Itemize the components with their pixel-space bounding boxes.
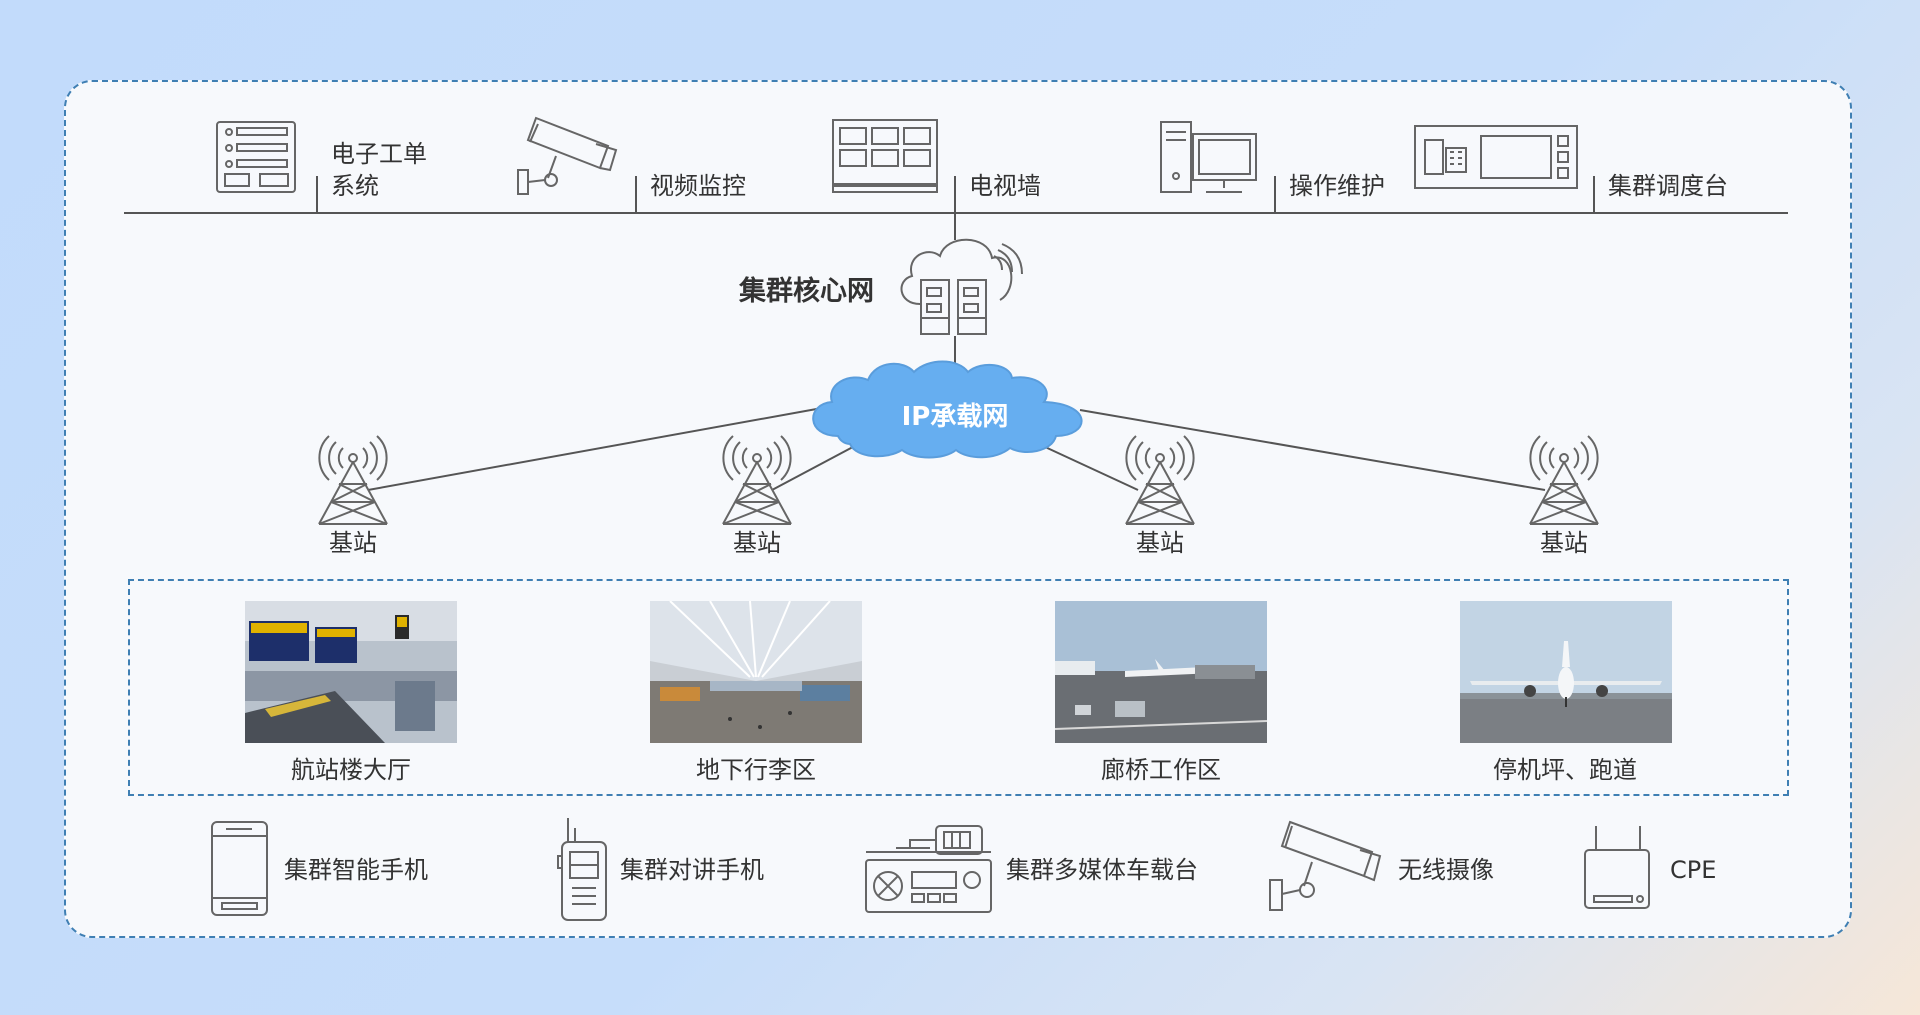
- photo-baggage-area: [650, 601, 862, 743]
- label-dispatch-console: 集群调度台: [1608, 172, 1728, 200]
- label-walkie-talkie: 集群对讲手机: [620, 856, 764, 884]
- smartphone-icon: [211, 821, 268, 916]
- label-base-station-3: 基站: [1136, 529, 1184, 557]
- label-base-station-1: 基站: [329, 529, 377, 557]
- photo-jet-bridge-area: [1055, 601, 1267, 743]
- wireless-camera-icon: [1269, 820, 1382, 911]
- ip-cloud-shape: [812, 360, 1083, 459]
- label-baggage-area: 地下行李区: [696, 756, 816, 784]
- label-work-order-system: 电子工单 系统: [331, 140, 427, 200]
- work-order-icon: [216, 121, 296, 193]
- label-core-network: 集群核心网: [739, 276, 874, 307]
- label-operation-maintenance: 操作维护: [1289, 172, 1385, 200]
- cpe-router-icon: [1584, 826, 1650, 909]
- label-cpe: CPE: [1670, 856, 1717, 884]
- label-base-station-4: 基站: [1540, 529, 1588, 557]
- coverage-area-frame: [128, 579, 1789, 796]
- vehicle-radio-icon: [865, 825, 992, 913]
- photo-apron-runway: [1460, 601, 1672, 743]
- base-station-tower-icon-1: [318, 435, 388, 525]
- label-base-station-2: 基站: [733, 529, 781, 557]
- tv-wall-icon: [832, 119, 938, 193]
- desktop-computer-icon: [1160, 121, 1257, 193]
- label-vehicle-radio: 集群多媒体车载台: [1006, 856, 1198, 884]
- base-station-tower-icon-3: [1125, 435, 1195, 525]
- walkie-talkie-icon: [557, 818, 607, 921]
- cctv-camera-icon: [517, 116, 618, 195]
- cloud-server-icon: [900, 238, 1023, 335]
- base-station-tower-icon-4: [1529, 435, 1599, 525]
- label-ip-bearer-network: IP承载网: [901, 402, 1009, 432]
- base-station-tower-icon-2: [722, 435, 792, 525]
- label-tv-wall: 电视墙: [969, 172, 1041, 200]
- label-video-surveillance: 视频监控: [650, 172, 746, 200]
- label-smartphone: 集群智能手机: [284, 856, 428, 884]
- dispatch-console-icon: [1414, 125, 1578, 189]
- label-wireless-camera: 无线摄像: [1398, 856, 1494, 884]
- label-terminal-hall: 航站楼大厅: [291, 756, 411, 784]
- label-jet-bridge-area: 廊桥工作区: [1101, 756, 1221, 784]
- label-apron-runway: 停机坪、跑道: [1493, 756, 1637, 784]
- photo-terminal-hall: [245, 601, 457, 743]
